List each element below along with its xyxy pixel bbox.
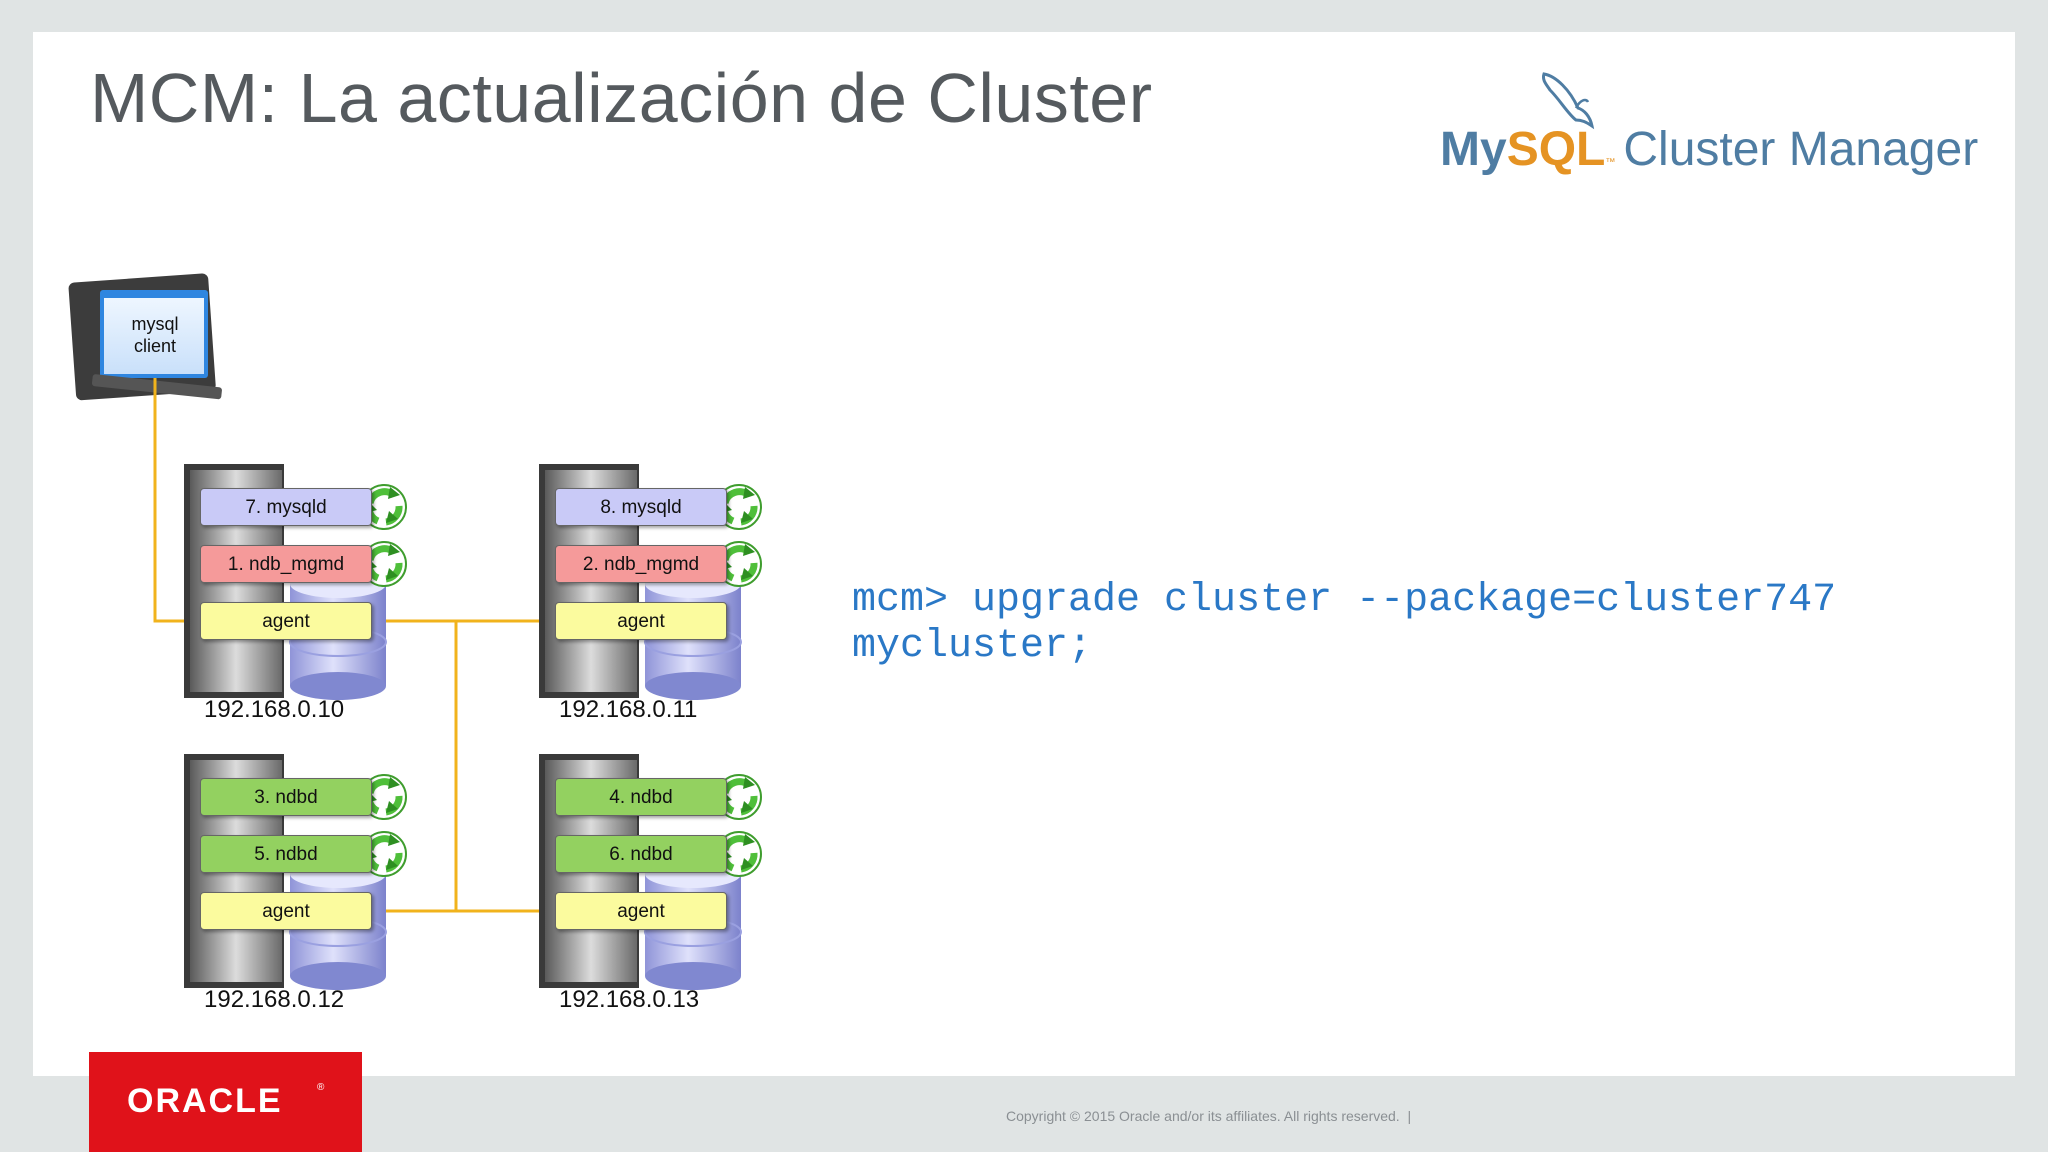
process-box: agent <box>555 602 727 640</box>
logo-sql: SQL <box>1506 123 1606 176</box>
oracle-wordmark: ORACLE <box>127 1082 283 1120</box>
slide-title: MCM: La actualización de Cluster <box>90 59 1153 137</box>
logo-trademark: ™ <box>1605 157 1616 168</box>
process-box: agent <box>200 892 372 930</box>
laptop-screen <box>104 298 204 374</box>
logo-text: MySQL™ Cluster Manager <box>1440 122 1978 177</box>
mcm-command: mcm> upgrade cluster --package=cluster74… <box>852 578 1836 670</box>
oracle-registered-mark: ® <box>317 1082 325 1093</box>
logo-my: My <box>1440 123 1507 176</box>
process-box: 4. ndbd <box>555 778 727 816</box>
host-ip-label: 192.168.0.13 <box>559 986 700 1013</box>
process-box: agent <box>555 892 727 930</box>
logo-cluster-manager: Cluster Manager <box>1623 123 1979 176</box>
command-line1: mcm> upgrade cluster --package=cluster74… <box>852 578 1837 623</box>
process-box: 1. ndb_mgmd <box>200 545 372 583</box>
client-label: mysql client <box>103 313 207 357</box>
process-box: 6. ndbd <box>555 835 727 873</box>
process-box: 7. mysqld <box>200 488 372 526</box>
host-ip-label: 192.168.0.11 <box>559 696 698 723</box>
upgrade-cycle-icon <box>716 541 762 587</box>
process-box: 5. ndbd <box>200 835 372 873</box>
process-box: 8. mysqld <box>555 488 727 526</box>
process-box: agent <box>200 602 372 640</box>
laptop-base <box>91 374 222 400</box>
database-bottom <box>290 962 386 990</box>
client-connector-line <box>153 378 198 623</box>
process-box: 3. ndbd <box>200 778 372 816</box>
host-ip-label: 192.168.0.12 <box>204 986 345 1013</box>
process-box: 2. ndb_mgmd <box>555 545 727 583</box>
client-label-line1: mysql <box>131 314 179 334</box>
host-ip-label: 192.168.0.10 <box>204 696 345 723</box>
command-line2: mycluster; <box>852 624 1093 669</box>
database-bottom <box>290 672 386 700</box>
client-label-line2: client <box>133 336 177 356</box>
copyright-text: Copyright © 2015 Oracle and/or its affil… <box>1006 1108 1412 1124</box>
dolphin-icon <box>1542 72 1595 130</box>
database-bottom <box>645 962 741 990</box>
oracle-logo: ORACLE ® <box>89 1052 362 1152</box>
mysql-cluster-manager-logo: MySQL™ Cluster Manager <box>1436 70 1978 180</box>
database-bottom <box>645 672 741 700</box>
